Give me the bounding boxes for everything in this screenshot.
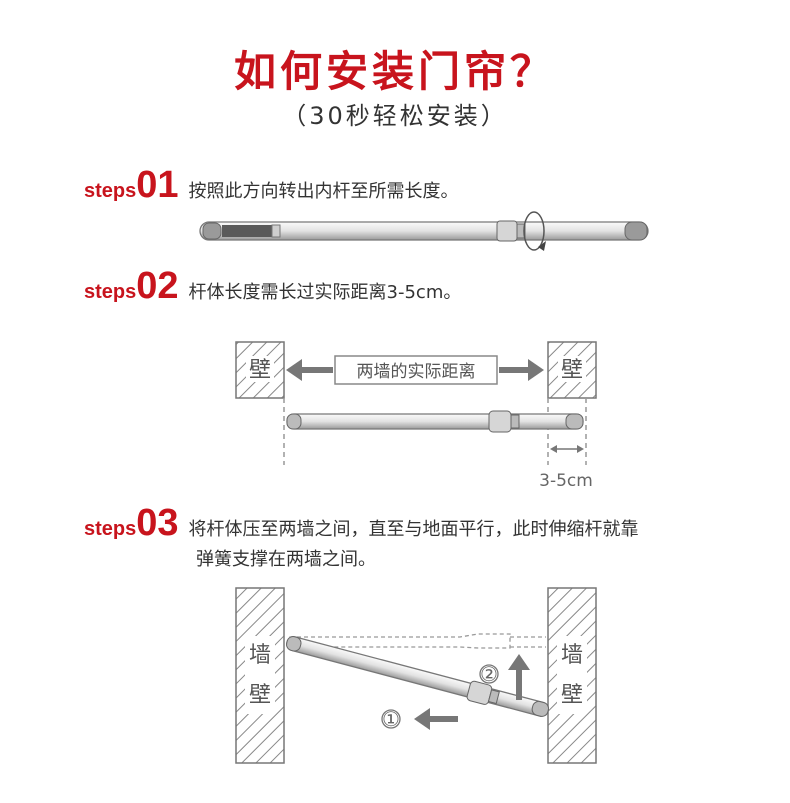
right-wall — [547, 341, 597, 399]
target-rod-outline — [289, 633, 511, 649]
marker-1: ① — [382, 707, 400, 731]
left-wall-label: 壁 — [249, 358, 271, 383]
step-2-heading: steps 02 杆体长度需长过实际距离3-5cm。 — [84, 265, 461, 311]
step-2-number: 02 — [136, 265, 179, 307]
step-1-word: steps — [84, 180, 137, 202]
step-3-number: 03 — [136, 502, 179, 544]
step-3-word: steps — [84, 518, 137, 540]
left-arrow-icon — [286, 359, 302, 381]
step-3-description-line2: 弹簧支撑在两墙之间。 — [196, 549, 376, 570]
step-1-rod-illustration — [199, 211, 649, 251]
step-1-heading: steps 01 按照此方向转出内杆至所需长度。 — [84, 164, 459, 210]
step-2-diagram: 壁 壁 两墙的实际距离 3-5cm — [235, 341, 597, 491]
step-1-description: 按照此方向转出内杆至所需长度。 — [188, 181, 459, 202]
distance-label: 两墙的实际距离 — [357, 362, 476, 382]
step-3-diagram: 墙 壁 墙 壁 ② ① — [235, 587, 597, 764]
page-title: 如何安装门帘？ — [233, 47, 556, 96]
up-arrow-icon — [508, 654, 530, 670]
step-3-heading: steps 03 将杆体压至两墙之间，直至与地面平行，此时伸缩杆就靠 — [84, 502, 639, 548]
step-3-right-wall-bottom: 壁 — [561, 683, 583, 708]
step-1-number: 01 — [136, 164, 179, 206]
marker-2: ② — [480, 662, 498, 686]
extra-length-label: 3-5cm — [539, 471, 593, 491]
step-3-right-wall-top: 墙 — [561, 643, 583, 668]
page-subtitle: （30秒轻松安装） — [282, 102, 508, 130]
step-3-left-wall-bottom: 壁 — [249, 683, 271, 708]
step-2-description: 杆体长度需长过实际距离3-5cm。 — [188, 282, 462, 303]
rotate-arrow-icon — [523, 211, 545, 251]
right-wall-label: 壁 — [561, 358, 583, 383]
step-2-word: steps — [84, 281, 137, 303]
step-3-left-wall-top: 墙 — [249, 643, 271, 668]
right-arrow-icon — [528, 359, 544, 381]
left-arrow-icon-step3 — [414, 708, 430, 730]
step-2-rod — [286, 413, 584, 430]
step-3-description: 将杆体压至两墙之间，直至与地面平行，此时伸缩杆就靠 — [188, 519, 639, 540]
